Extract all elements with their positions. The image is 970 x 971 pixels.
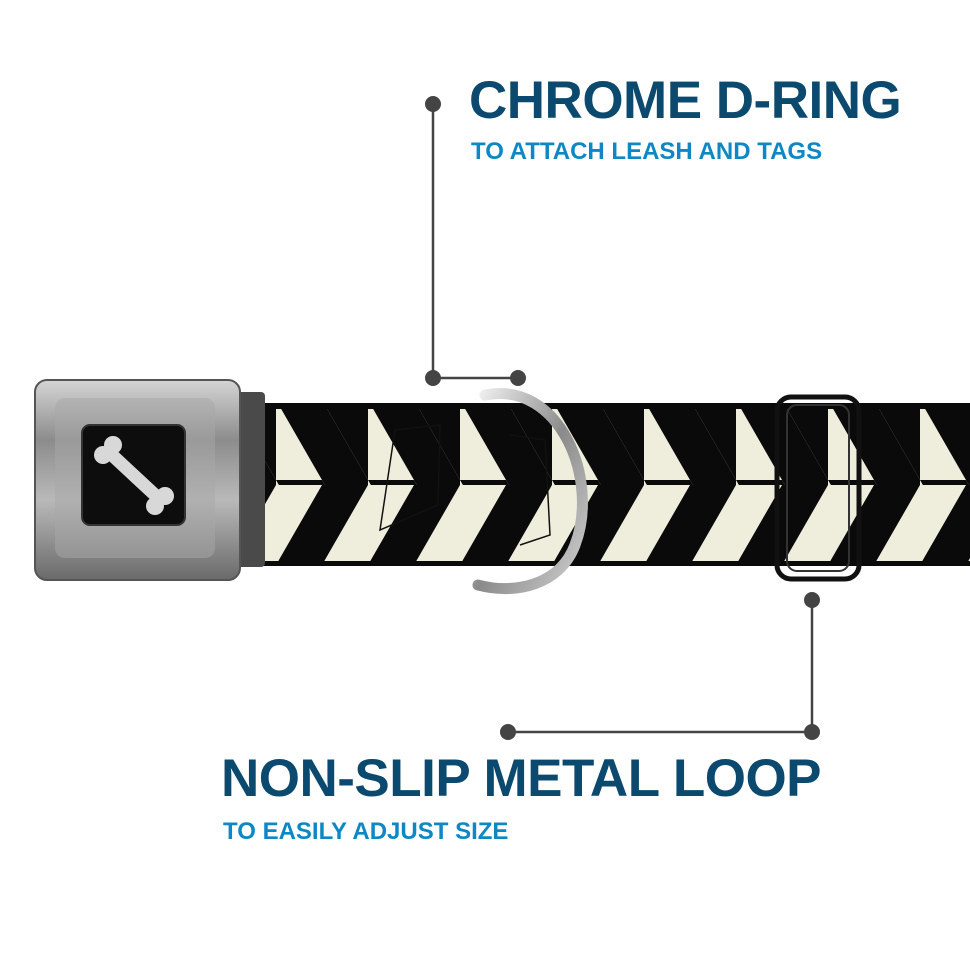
loop-title: NON-SLIP METAL LOOP	[221, 749, 822, 808]
d-ring[interactable]	[472, 388, 588, 595]
d-ring-subtitle: TO ATTACH LEASH AND TAGS	[471, 138, 823, 165]
d-ring-leader-line	[425, 96, 526, 386]
collar-strap	[255, 403, 970, 566]
loop-subtitle: TO EASILY ADJUST SIZE	[223, 818, 509, 845]
loop-leader-line	[500, 592, 820, 740]
metal-loop[interactable]	[774, 394, 862, 582]
bone-icon	[94, 436, 174, 515]
d-ring-title: CHROME D-RING	[469, 71, 902, 130]
seatbelt-buckle[interactable]	[34, 379, 265, 581]
